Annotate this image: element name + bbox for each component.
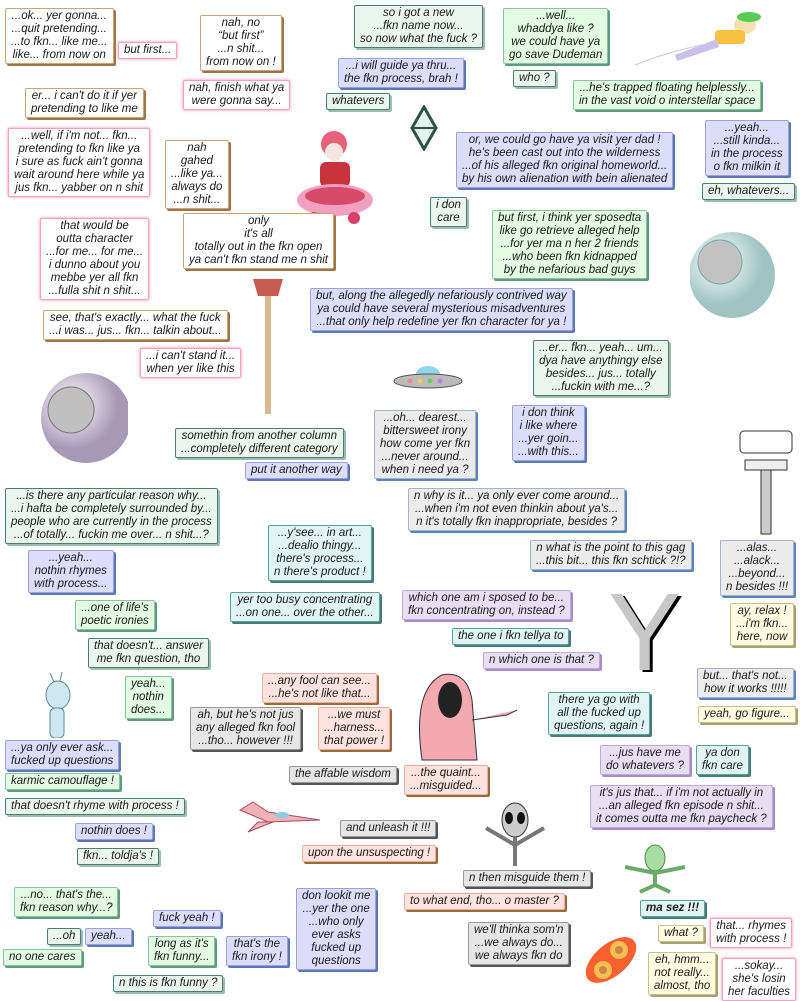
speech-bubble: so i got a new ...fkn name now... so now… bbox=[354, 5, 483, 48]
speech-bubble: which one am i sposed to be... fkn conce… bbox=[402, 590, 571, 620]
speech-bubble: but first... bbox=[118, 42, 178, 59]
speech-bubble: the one i fkn tellya to bbox=[452, 628, 570, 645]
speech-bubble: but... that's not... how it works !!!!! bbox=[697, 668, 794, 698]
speech-bubble: ...he's trapped floating helplessly... i… bbox=[573, 80, 762, 110]
speech-bubble: put it another way bbox=[245, 462, 348, 479]
alien-blue-image bbox=[45, 671, 71, 738]
speech-bubble: that doesn't... answer me fkn question, … bbox=[88, 638, 209, 668]
floating-dude-image bbox=[634, 12, 761, 66]
speech-bubble: but, along the allegedly nefariously con… bbox=[310, 288, 573, 331]
speech-bubble: only it's all totally out in the fkn ope… bbox=[183, 213, 334, 269]
speech-bubble: er... i can't do it if yer pretending to… bbox=[25, 88, 144, 118]
speech-bubble: ...ya only ever ask... fucked up questio… bbox=[5, 740, 120, 770]
speech-bubble: ...one of life's poetic ironies bbox=[75, 600, 155, 630]
speech-bubble: eh, whatevers... bbox=[702, 183, 796, 200]
diamond-icon bbox=[410, 105, 438, 151]
speech-bubble: n this is fkn funny ? bbox=[113, 975, 224, 992]
speech-bubble: n which one is that ? bbox=[483, 652, 600, 669]
speech-bubble: long as it's fkn funny... bbox=[148, 936, 216, 966]
speech-bubble: we'll thinka som'n ...we always do... we… bbox=[468, 922, 570, 965]
speech-bubble: nah, no “but first” ...n shit... from no… bbox=[200, 15, 282, 71]
speech-bubble: ...the quaint... ...misguided... bbox=[404, 765, 488, 795]
speech-bubble: nah, finish what ya were gonna say... bbox=[183, 80, 291, 110]
speech-bubble: ah, but he's not jus any alleged fkn foo… bbox=[190, 707, 302, 750]
speech-bubble: to what end, tho... o master ? bbox=[404, 893, 565, 910]
speech-bubble: ay, relax ! ...i'm fkn... here, now bbox=[730, 603, 795, 646]
speech-bubble: i don think i like where ...yer goin... … bbox=[512, 405, 585, 461]
speech-bubble: there ya go with all the fucked up quest… bbox=[548, 692, 651, 735]
speech-bubble: yeah... nothin does... bbox=[125, 676, 172, 719]
speech-bubble: that doesn't rhyme with process ! bbox=[5, 798, 185, 815]
speech-bubble: ma sez !!! bbox=[640, 900, 706, 917]
fractal-image bbox=[585, 937, 637, 983]
big-letter-y: Y bbox=[608, 571, 682, 694]
green-alien-image bbox=[624, 844, 686, 894]
speech-bubble: n what is the point to this gag ...this … bbox=[530, 540, 692, 570]
speech-bubble: that would be outta character ...for me.… bbox=[40, 218, 150, 300]
speech-bubble: ...yeah... ...still kinda... in the proc… bbox=[705, 120, 789, 176]
speech-bubble: somethin from another column ...complete… bbox=[175, 428, 344, 458]
grey-alien-image bbox=[484, 802, 546, 866]
speech-bubble: upon the unsuspecting ! bbox=[302, 845, 437, 862]
speech-bubble: ...no... that's the... fkn reason why...… bbox=[14, 887, 119, 917]
speech-bubble: ...y'see... in art... ...dealio thingy..… bbox=[268, 525, 372, 581]
speech-bubble: ...ok... yer gonna... ...quit pretending… bbox=[5, 8, 114, 64]
speech-bubble: nah gahed ...like ya... always do ...n s… bbox=[165, 140, 229, 209]
orb-right-image bbox=[690, 232, 775, 318]
plunger-image bbox=[253, 279, 283, 414]
speech-bubble: no one cares bbox=[3, 949, 82, 966]
speech-bubble: the affable wisdom bbox=[289, 766, 397, 783]
clown-image bbox=[297, 131, 373, 224]
speech-bubble: ...is there any particular reason why...… bbox=[5, 488, 218, 544]
stone-sign-image bbox=[739, 430, 793, 535]
speech-bubble: what ? bbox=[658, 925, 704, 942]
speech-bubble: fuck yeah ! bbox=[153, 910, 221, 927]
speech-bubble: ...oh... dearest... bittersweet irony ho… bbox=[374, 410, 477, 479]
speech-bubble: but first, i think yer sposedta like go … bbox=[492, 210, 648, 279]
speech-bubble: yer too busy concentrating ...on one... … bbox=[230, 592, 380, 622]
speech-bubble: ...yeah... nothin rhymes with process... bbox=[28, 550, 114, 593]
speech-bubble: and unleash it !!! bbox=[340, 820, 437, 837]
hooded-figure-image bbox=[419, 673, 518, 761]
speech-bubble: karmic camouflage ! bbox=[5, 773, 120, 790]
speech-bubble: ...alas... ...alack... ...beyond... n be… bbox=[720, 540, 795, 596]
speech-bubble: ...well, if i'm not... fkn... pretending… bbox=[8, 128, 151, 197]
speech-bubble: that's the fkn irony ! bbox=[226, 936, 288, 966]
speech-bubble: see, that's exactly... what the fuck ...… bbox=[43, 310, 228, 340]
speech-bubble: ya don fkn care bbox=[696, 745, 749, 775]
speech-bubble: don lookit me ...yer the one ...who only… bbox=[296, 888, 377, 970]
speech-bubble: i don care bbox=[430, 197, 467, 227]
speech-bubble: yeah, go figure... bbox=[698, 706, 796, 723]
speech-bubble: that... rhymes with process ! bbox=[710, 918, 793, 948]
speech-bubble: ...any fool can see... ...he's not like … bbox=[262, 673, 377, 703]
speech-bubble: n why is it... ya only ever come around.… bbox=[408, 488, 626, 531]
speech-bubble: ...sokay... she's losin her faculties bbox=[722, 958, 797, 1001]
speech-bubble: ...oh bbox=[47, 928, 82, 945]
speech-bubble: whatevers bbox=[326, 93, 391, 110]
speech-bubble: n then misguide them ! bbox=[463, 870, 592, 887]
speech-bubble: fkn... toldja's ! bbox=[77, 848, 159, 865]
ufo-image bbox=[393, 366, 463, 389]
speech-bubble: ...i will guide ya thru... the fkn proce… bbox=[338, 58, 464, 88]
speech-bubble: ...i can't stand it... when yer like thi… bbox=[140, 348, 242, 378]
orb-left-image bbox=[41, 373, 128, 463]
spaceship-image bbox=[238, 801, 321, 833]
speech-bubble: or, we could go have ya visit yer dad ! … bbox=[456, 132, 674, 188]
speech-bubble: eh, hmm... not really... almost, tho bbox=[648, 952, 717, 995]
speech-bubble: ...er... fkn... yeah... um... dya have a… bbox=[533, 340, 669, 396]
speech-bubble: who ? bbox=[513, 70, 556, 87]
speech-bubble: it's jus that... if i'm not actually in … bbox=[590, 785, 773, 828]
speech-bubble: yeah... bbox=[85, 928, 132, 945]
speech-bubble: nothin does ! bbox=[75, 823, 153, 840]
speech-bubble: ...well... whaddya like ? we could have … bbox=[503, 8, 609, 64]
speech-bubble: ...jus have me do whatevers ? bbox=[600, 745, 690, 775]
speech-bubble: ...we must ...harness... that power ! bbox=[318, 707, 391, 750]
